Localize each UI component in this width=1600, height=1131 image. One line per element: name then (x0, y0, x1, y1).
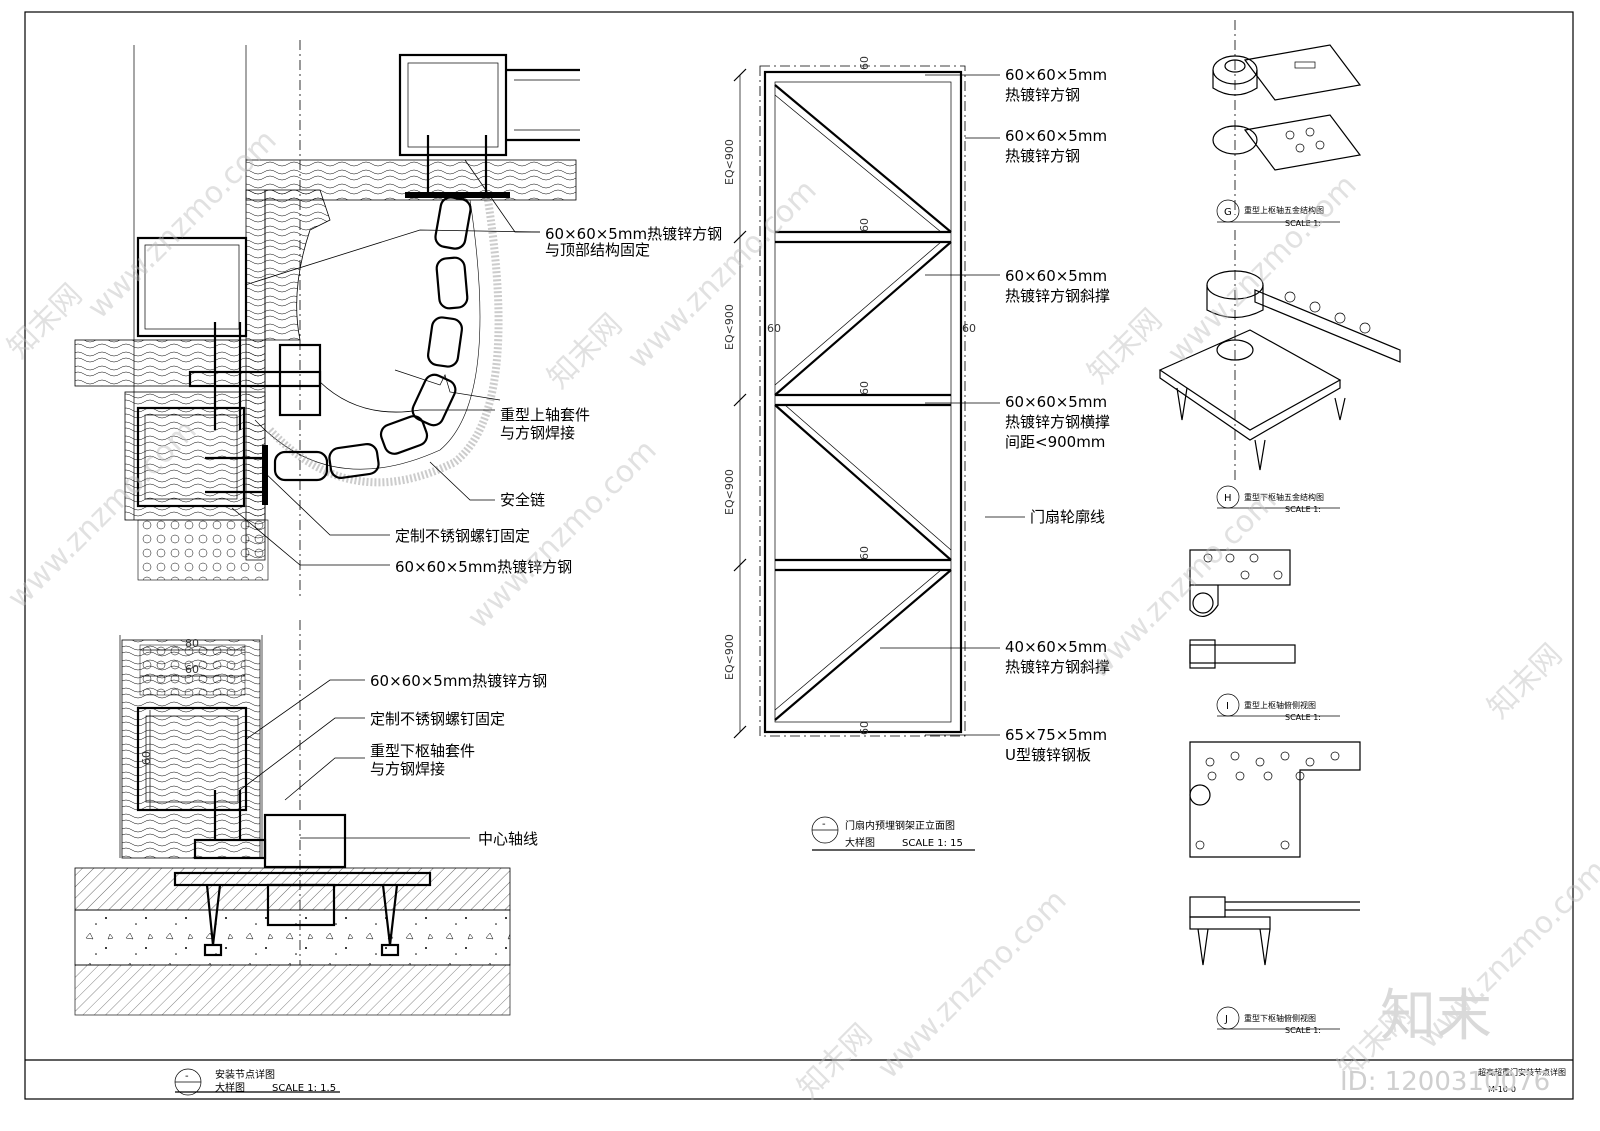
hw-mark-j: J (1224, 1014, 1228, 1025)
frame-title-text: 门扇内预埋钢架正立面图 (845, 819, 955, 832)
callout-frame-1a: 60×60×5mm (1005, 66, 1107, 84)
dim-60-top: 60 (185, 663, 199, 676)
callout-top-tube: 60×60×5mm热镀锌方钢 (545, 225, 722, 243)
hw-title-i: I 重型上枢轴俯侧视图 SCALE 1: (1216, 693, 1340, 722)
callout-side-tube: 60×60×5mm热镀锌方钢 (395, 558, 572, 576)
hardware-lower-pivot-plan (1189, 741, 1361, 966)
hw-title-h: H 重型下枢轴五金结构图 SCALE 1: (1216, 485, 1340, 514)
title-block: 超高超重门安装节点详图 M-10-0 (1478, 1067, 1566, 1094)
hw-scale-i: SCALE 1: (1285, 713, 1321, 722)
hw-title-text-h: 重型下枢轴五金结构图 (1244, 492, 1324, 502)
callout-lower-pivot: 重型下枢轴套件 (370, 742, 475, 760)
callout-frame-2b: 热镀锌方钢 (1005, 147, 1080, 165)
hardware-upper-pivot-plan (1189, 549, 1296, 669)
wm-site-6: www.znzmo.com (1161, 168, 1364, 371)
sheet-number: M-10-0 (1488, 1085, 1516, 1094)
callout-frame-5b: 热镀锌方钢斜撑 (1005, 658, 1110, 676)
dim-small-5: 60 (858, 721, 871, 735)
dim-small-4: 60 (858, 546, 871, 560)
callout-top-fix: 与顶部结构固定 (545, 241, 650, 259)
callout-frame-5a: 40×60×5mm (1005, 638, 1107, 656)
dim-eq-4: EQ<900 (723, 634, 736, 680)
dim-small-2: 60 (858, 218, 871, 232)
dim-eq-1: EQ<900 (723, 139, 736, 185)
install-subtitle: 大样图 (215, 1081, 245, 1094)
wm-id: ID: 1200310076 (1340, 1067, 1550, 1097)
install-scale: SCALE 1: 1.5 (272, 1083, 336, 1094)
callout-frame-6a: 65×75×5mm (1005, 726, 1107, 744)
frame-title-symbol: - (822, 819, 826, 830)
hw-title-j: J 重型下枢轴俯侧视图 SCALE 1: (1216, 1006, 1340, 1035)
callout-frame-4c: 间距<900mm (1005, 433, 1105, 451)
frame-title: - 门扇内预埋钢架正立面图 大样图 SCALE 1: 15 (811, 816, 975, 851)
hw-title-g: G 重型上枢轴五金结构图 SCALE 1: (1216, 199, 1340, 228)
frame-subtitle: 大样图 (845, 836, 875, 849)
dim-small-3: 60 (858, 381, 871, 395)
dim-eq-3: EQ<900 (723, 469, 736, 515)
frame-scale: SCALE 1: 15 (902, 838, 963, 849)
install-detail-top: 60×60×5mm热镀锌方钢 与顶部结构固定 重型上轴套件 与方钢焊接 安全链 … (74, 40, 722, 600)
wm-brand-2: 知末网 (541, 307, 629, 395)
install-title: 安装节点详图 (215, 1068, 275, 1081)
callout-frame-3a: 60×60×5mm (1005, 267, 1107, 285)
wm-brand-6: 知末网 (1481, 637, 1569, 725)
hw-title-text-j: 重型下枢轴俯侧视图 (1244, 1013, 1316, 1023)
hardware-lower-pivot-3d (1158, 230, 1401, 480)
hardware-upper-pivot-3d (1212, 20, 1362, 215)
callout-frame-3b: 热镀锌方钢斜撑 (1005, 287, 1110, 305)
callout-safety-chain: 安全链 (500, 491, 545, 509)
hw-title-text-i: 重型上枢轴俯侧视图 (1244, 700, 1316, 710)
wm-brand-3: 知末网 (791, 1017, 879, 1105)
hw-mark-g: G (1224, 207, 1232, 218)
dim-small-7: 60 (962, 322, 976, 335)
callout-centre-axis: 中心轴线 (478, 830, 538, 848)
callout-lower-weld: 与方钢焊接 (370, 760, 445, 778)
title-symbol: - (185, 1071, 189, 1082)
safety-chain (273, 196, 472, 482)
sheet-title: 超高超重门安装节点详图 (1478, 1067, 1566, 1077)
callout-bottom-tube: 60×60×5mm热镀锌方钢 (370, 672, 547, 690)
dim-eq-2: EQ<900 (723, 304, 736, 350)
callout-frame-2a: 60×60×5mm (1005, 127, 1107, 145)
wm-site-5: www.znzmo.com (871, 883, 1074, 1086)
callout-upper-pivot: 重型上轴套件 (500, 406, 590, 424)
dim-80: 80 (185, 637, 199, 650)
callout-frame-6b: U型镀锌钢板 (1005, 746, 1091, 764)
hw-mark-h: H (1224, 493, 1232, 504)
callout-frame-1b: 热镀锌方钢 (1005, 86, 1080, 104)
callout-frame-4b: 热镀锌方钢横撑 (1005, 413, 1110, 431)
callout-frame-4a: 60×60×5mm (1005, 393, 1107, 411)
wm-site-7: www.znzmo.com (1081, 483, 1284, 686)
sheet-border (24, 11, 1574, 1100)
callout-door-outline: 门扇轮廓线 (1030, 508, 1105, 526)
frame-elevation: EQ<900 EQ<900 EQ<900 EQ<900 60 60 60 60 … (723, 56, 1110, 764)
dim-60-side: 60 (140, 751, 153, 765)
hw-scale-j: SCALE 1: (1285, 1026, 1321, 1035)
hw-scale-h: SCALE 1: (1285, 505, 1321, 514)
install-detail-bottom: 80 60 60 60×60×5mm热镀锌方钢 定制不锈钢螺钉固定 重型下枢轴套… (74, 620, 547, 1016)
hw-mark-i: I (1226, 701, 1229, 712)
hw-scale-g: SCALE 1: (1285, 219, 1321, 228)
wm-logo: 知末 (1380, 984, 1492, 1049)
callout-bottom-screw: 定制不锈钢螺钉固定 (370, 710, 505, 728)
wm-brand-4: 知末网 (1081, 302, 1169, 390)
dim-small-1: 60 (858, 56, 871, 70)
install-detail-title: - 安装节点详图 大样图 SCALE 1: 1.5 (174, 1068, 340, 1096)
callout-screw-fix: 定制不锈钢螺钉固定 (395, 527, 530, 545)
hw-title-text-g: 重型上枢轴五金结构图 (1244, 205, 1324, 215)
callout-upper-weld: 与方钢焊接 (500, 424, 575, 442)
dim-small-6: 60 (767, 322, 781, 335)
